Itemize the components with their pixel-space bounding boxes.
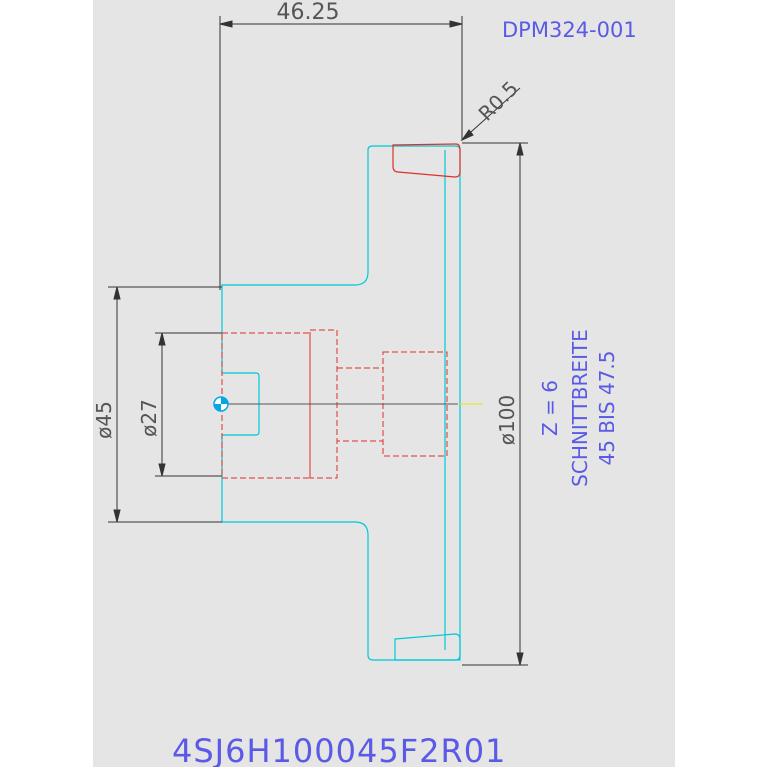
dim-bore-diameter-label: ø27	[137, 399, 161, 437]
part-outline	[221, 145, 461, 661]
tooth-bottom	[394, 633, 461, 661]
drawing-number: DPM324-001	[502, 18, 637, 42]
dimension-lines	[108, 16, 528, 666]
dim-width-label: 46.25	[277, 0, 340, 25]
drawing-sheet	[93, 0, 675, 767]
dim-radius-label: R0.5	[474, 76, 523, 125]
cut-width-label: SCHNITTBREITE	[568, 329, 592, 487]
tooth-top	[392, 143, 461, 178]
dim-outer-diameter-label: ø100	[495, 395, 519, 445]
teeth-count-note: Z = 6	[538, 380, 562, 436]
upper-profile	[221, 145, 461, 661]
hidden-bore-left	[221, 332, 311, 479]
dim-hub-diameter-label: ø45	[92, 401, 116, 439]
cut-width-range: 45 BIS 47.5	[595, 350, 619, 465]
part-code: 4SJ6H100045F2R01	[172, 732, 506, 767]
center-mark-icon	[213, 396, 229, 412]
